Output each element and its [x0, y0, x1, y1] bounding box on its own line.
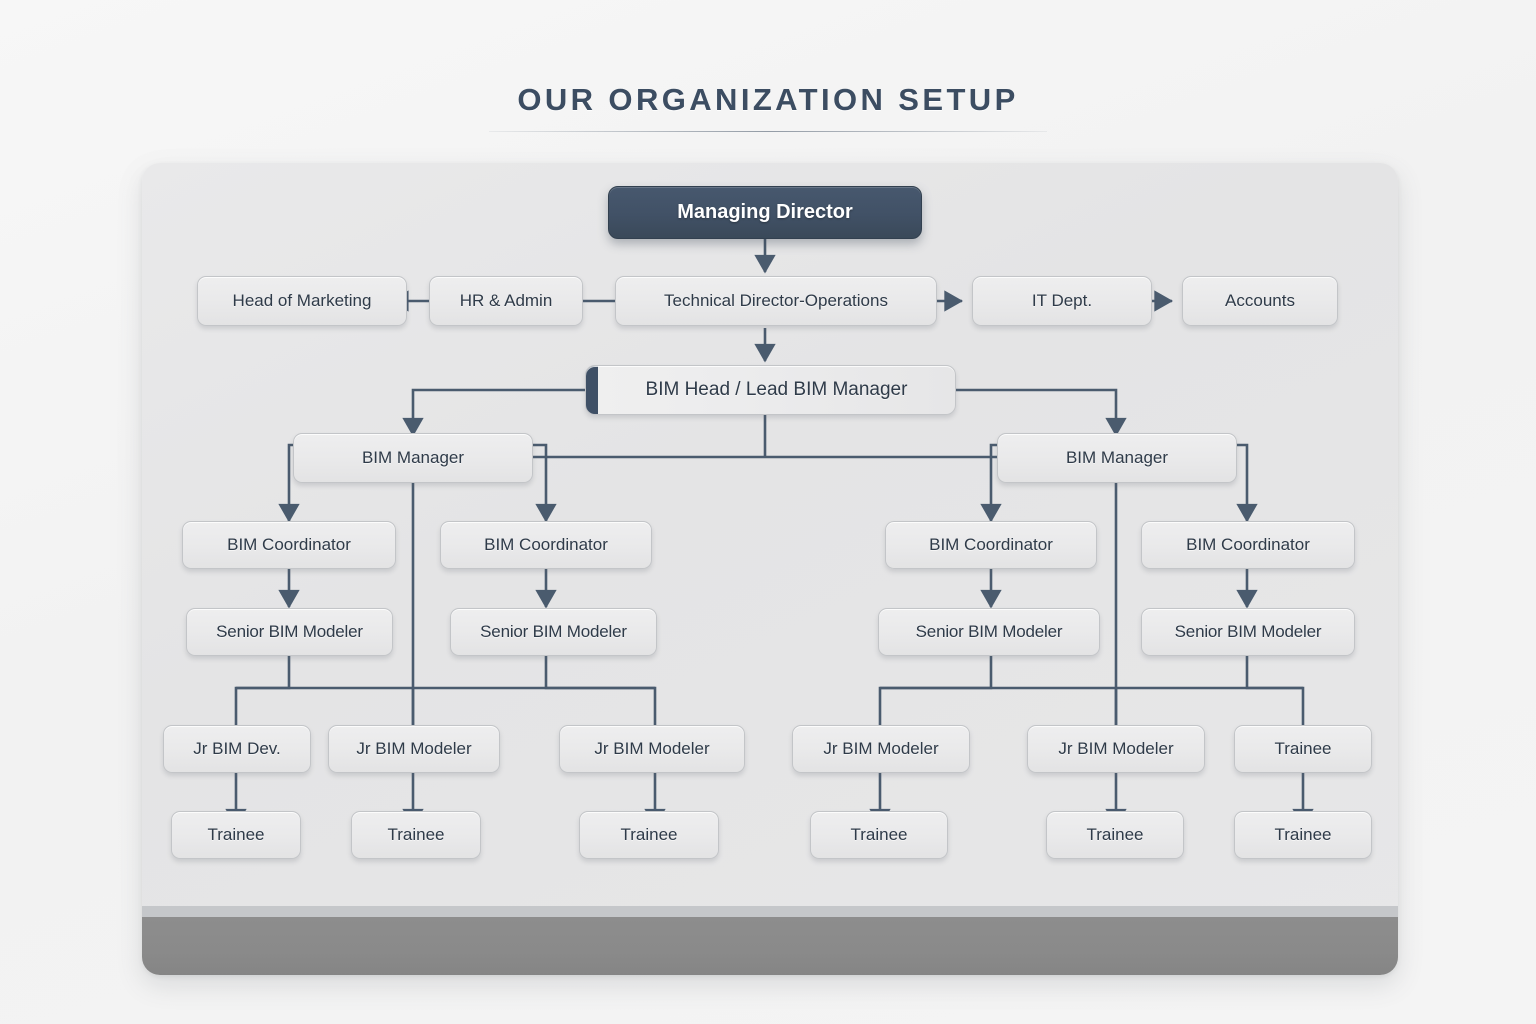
node-label: BIM Coordinator [929, 535, 1053, 554]
title-underline [489, 131, 1047, 132]
node-hr-admin[interactable]: HR & Admin [429, 276, 583, 326]
node-jr-bim-modeler-4[interactable]: Jr BIM Modeler [792, 725, 970, 773]
node-label: BIM Head / Lead BIM Manager [645, 379, 908, 400]
node-label: Managing Director [677, 201, 853, 223]
node-bim-manager-left[interactable]: BIM Manager [293, 433, 533, 483]
node-label: BIM Manager [1065, 448, 1169, 467]
node-trainee-2[interactable]: Trainee [351, 811, 481, 859]
node-label: Senior BIM Modeler [1174, 622, 1322, 641]
node-jr-bim-modeler-5[interactable]: Jr BIM Modeler [1027, 725, 1205, 773]
node-label: Trainee [387, 825, 445, 844]
node-jr-bim-modeler-3[interactable]: Jr BIM Modeler [559, 725, 745, 773]
node-label: Senior BIM Modeler [480, 622, 627, 641]
node-jr-bim-dev-1[interactable]: Jr BIM Dev. [163, 725, 311, 773]
node-label: Jr BIM Modeler [823, 739, 939, 758]
node-bim-coordinator-3[interactable]: BIM Coordinator [885, 521, 1097, 569]
node-label: Trainee [207, 825, 265, 844]
node-senior-bim-modeler-1[interactable]: Senior BIM Modeler [186, 608, 393, 656]
node-it-dept[interactable]: IT Dept. [972, 276, 1152, 326]
node-bim-coordinator-4[interactable]: BIM Coordinator [1141, 521, 1355, 569]
node-label: BIM Coordinator [1186, 535, 1310, 554]
node-label: Trainee [620, 825, 678, 844]
node-label: Jr BIM Modeler [356, 739, 472, 758]
node-label: IT Dept. [1031, 291, 1093, 310]
org-chart-panel: Managing Director Head of Marketing HR &… [142, 163, 1398, 975]
node-label: Accounts [1225, 291, 1295, 310]
node-senior-bim-modeler-4[interactable]: Senior BIM Modeler [1141, 608, 1355, 656]
node-label: Trainee [850, 825, 908, 844]
node-bim-coordinator-2[interactable]: BIM Coordinator [440, 521, 652, 569]
node-bim-manager-right[interactable]: BIM Manager [997, 433, 1237, 483]
node-jr-bim-modeler-2[interactable]: Jr BIM Modeler [328, 725, 500, 773]
node-label: BIM Manager [361, 448, 465, 467]
node-label: Technical Director-Operations [664, 291, 888, 310]
node-label: Senior BIM Modeler [915, 622, 1063, 641]
panel-footer-band [142, 917, 1398, 975]
node-technical-director-operations[interactable]: Technical Director-Operations [615, 276, 937, 326]
node-label: Trainee [1274, 825, 1332, 844]
node-accounts[interactable]: Accounts [1182, 276, 1338, 326]
node-label: Head of Marketing [232, 291, 372, 310]
node-label: Trainee [1086, 825, 1144, 844]
node-label: Senior BIM Modeler [216, 622, 363, 641]
node-bim-head[interactable]: BIM Head / Lead BIM Manager [585, 365, 956, 415]
node-bim-coordinator-1[interactable]: BIM Coordinator [182, 521, 396, 569]
node-trainee-6[interactable]: Trainee [1234, 811, 1372, 859]
node-trainee-3[interactable]: Trainee [579, 811, 719, 859]
node-senior-bim-modeler-3[interactable]: Senior BIM Modeler [878, 608, 1100, 656]
node-label: Jr BIM Dev. [193, 739, 281, 758]
node-jr-trainee-6[interactable]: Trainee [1234, 725, 1372, 773]
title-block: OUR ORGANIZATION SETUP [0, 80, 1536, 132]
node-label: Jr BIM Modeler [594, 739, 710, 758]
node-trainee-5[interactable]: Trainee [1046, 811, 1184, 859]
node-label: Jr BIM Modeler [1058, 739, 1174, 758]
page-title: OUR ORGANIZATION SETUP [517, 82, 1019, 117]
node-label: BIM Coordinator [484, 535, 608, 554]
panel-separator-strip [142, 906, 1398, 917]
node-label: HR & Admin [459, 291, 553, 310]
node-label: BIM Coordinator [227, 535, 351, 554]
node-managing-director[interactable]: Managing Director [608, 186, 922, 239]
node-senior-bim-modeler-2[interactable]: Senior BIM Modeler [450, 608, 657, 656]
node-label: Trainee [1274, 739, 1332, 758]
node-trainee-1[interactable]: Trainee [171, 811, 301, 859]
node-trainee-4[interactable]: Trainee [810, 811, 948, 859]
node-head-of-marketing[interactable]: Head of Marketing [197, 276, 407, 326]
